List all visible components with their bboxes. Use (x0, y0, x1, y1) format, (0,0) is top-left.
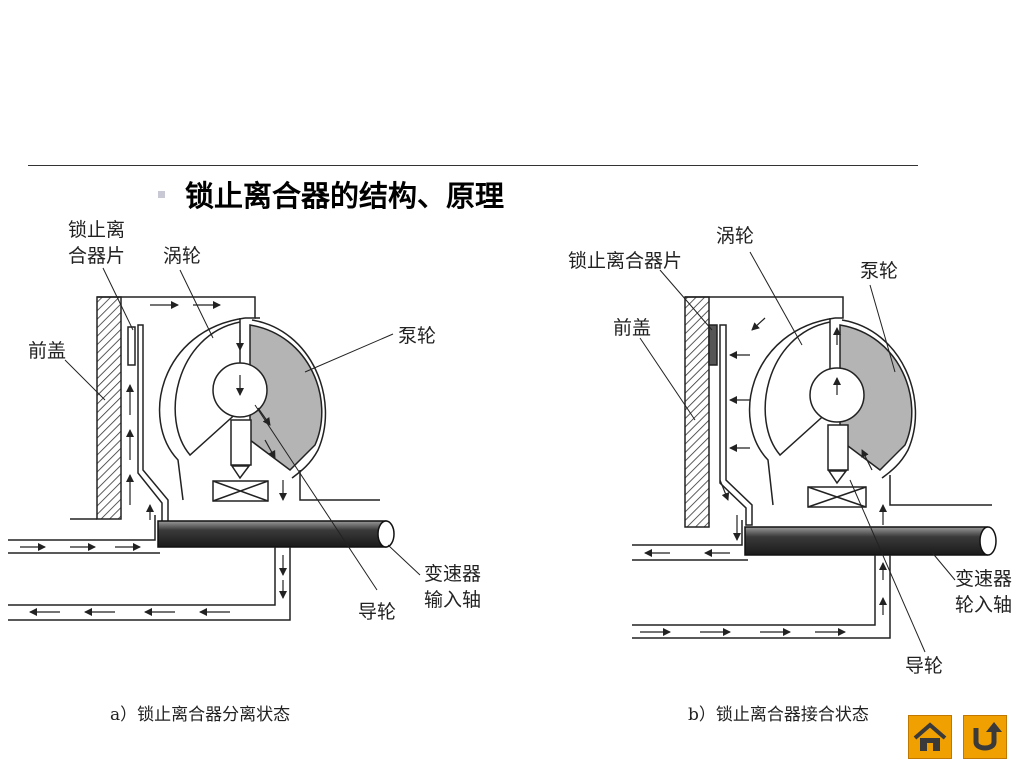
left-caption: a）锁止离合器分离状态 (110, 705, 290, 725)
right-label-front-cover: 前盖 (613, 317, 651, 339)
home-button[interactable] (908, 715, 952, 759)
slide-heading: 锁止离合器的结构、原理 (158, 172, 504, 216)
left-label-clutch-plate-line2: 合器片 (68, 245, 125, 267)
right-pump-wheel (839, 324, 913, 471)
left-label-pump: 泵轮 (398, 325, 436, 347)
u-turn-back-icon (973, 722, 1002, 751)
right-input-shaft (744, 526, 988, 556)
left-label-input-shaft-line2: 输入轴 (424, 589, 481, 611)
home-icon (913, 722, 947, 751)
right-label-input-shaft-line2: 轮入轴 (955, 594, 1012, 616)
left-label-front-cover: 前盖 (28, 340, 66, 362)
left-diagram (8, 267, 421, 621)
right-label-clutch-plate: 锁止离合器片 (568, 250, 682, 272)
left-front-cover (96, 296, 122, 520)
left-label-turbine: 涡轮 (163, 245, 201, 267)
left-stator-block (230, 419, 252, 466)
left-label-clutch-plate-line1: 锁止离 (68, 219, 125, 241)
left-label-input-shaft-line1: 变速器 (424, 563, 481, 585)
right-label-turbine: 涡轮 (716, 225, 754, 247)
title-divider (28, 165, 918, 166)
right-label-input-shaft-line1: 变速器 (955, 568, 1012, 590)
right-diagram (632, 251, 997, 653)
right-stator-block (827, 424, 849, 471)
right-caption: b）锁止离合器接合状态 (688, 705, 869, 725)
bullet-icon (158, 190, 165, 198)
right-label-stator: 导轮 (905, 655, 943, 677)
back-button[interactable] (963, 715, 1007, 759)
right-front-cover (684, 296, 710, 528)
right-label-pump: 泵轮 (860, 260, 898, 282)
left-label-stator: 导轮 (358, 601, 396, 623)
left-input-shaft (157, 520, 387, 548)
slide-title: 锁止离合器的结构、原理 (185, 179, 505, 213)
left-pump-wheel (249, 324, 323, 471)
